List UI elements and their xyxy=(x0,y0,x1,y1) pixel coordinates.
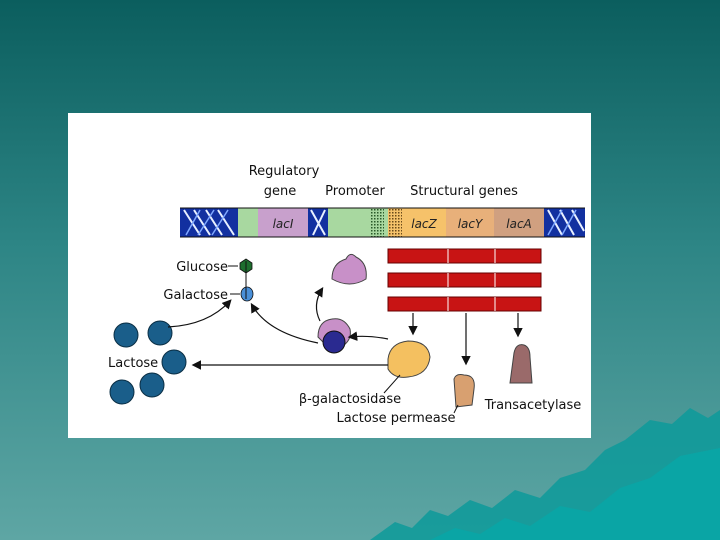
permease-protein xyxy=(453,374,475,408)
laca-label: lacA xyxy=(506,217,532,231)
lactose-molecule xyxy=(113,322,139,348)
repressor-lactose-complex xyxy=(317,318,351,354)
lacz-label: lacZ xyxy=(411,217,437,231)
mrna-bar xyxy=(387,296,542,312)
lac-operon-diagram: Regulatory gene Promoter Structural gene… xyxy=(108,164,585,426)
complex-to-galactose-arrow xyxy=(250,302,319,344)
transacetylase-protein xyxy=(509,344,533,384)
gene-lacz: lacZ xyxy=(388,208,446,237)
lactose-molecule xyxy=(147,320,173,346)
lactose-cluster xyxy=(109,320,187,405)
galactose-molecule xyxy=(240,286,254,302)
galactose-label: Galactose xyxy=(163,288,228,303)
gene-promoter xyxy=(328,208,388,237)
dna-helix-right xyxy=(544,208,585,237)
promoter-label: Promoter xyxy=(325,184,385,199)
lactose-molecule xyxy=(139,372,165,398)
beta-galactosidase-label: β-galactosidase xyxy=(299,392,401,407)
beta-gal-leader xyxy=(383,374,401,394)
mrna-bar xyxy=(387,272,542,288)
gene-laca: lacA xyxy=(494,208,544,237)
enzyme-to-complex-arrow xyxy=(347,331,389,341)
structural-genes-label: Structural genes xyxy=(410,184,518,199)
beta-galactosidase-protein xyxy=(387,340,431,378)
mrna-bar xyxy=(387,248,542,264)
gene-laci: lacI xyxy=(258,208,308,237)
transacetylase-label: Transacetylase xyxy=(484,398,582,413)
laci-label: lacI xyxy=(273,217,294,231)
diagram-panel: Regulatory gene Promoter Structural gene… xyxy=(68,113,591,438)
permease-leader xyxy=(453,404,459,414)
repressor-protein xyxy=(331,253,367,285)
lactose-molecule xyxy=(109,379,135,405)
gene-lacy: lacY xyxy=(446,208,494,237)
lactose-to-galactose-arrow xyxy=(167,299,232,328)
mrna-bars xyxy=(387,248,542,312)
repressor-release-arrow xyxy=(314,286,324,322)
lactose-label: Lactose xyxy=(108,356,158,371)
regulatory-gene-label-2: gene xyxy=(264,184,297,199)
dna-strip: lacI lacZ lacY lacA xyxy=(180,207,585,238)
lactose-permease-label: Lactose permease xyxy=(336,411,455,426)
lactose-molecule xyxy=(161,349,187,375)
dna-helix-mid xyxy=(308,208,328,237)
lacy-label: lacY xyxy=(458,217,484,231)
glucose-label: Glucose xyxy=(176,260,228,275)
regulatory-gene-label-1: Regulatory xyxy=(249,164,320,179)
dna-helix-left xyxy=(180,208,238,237)
